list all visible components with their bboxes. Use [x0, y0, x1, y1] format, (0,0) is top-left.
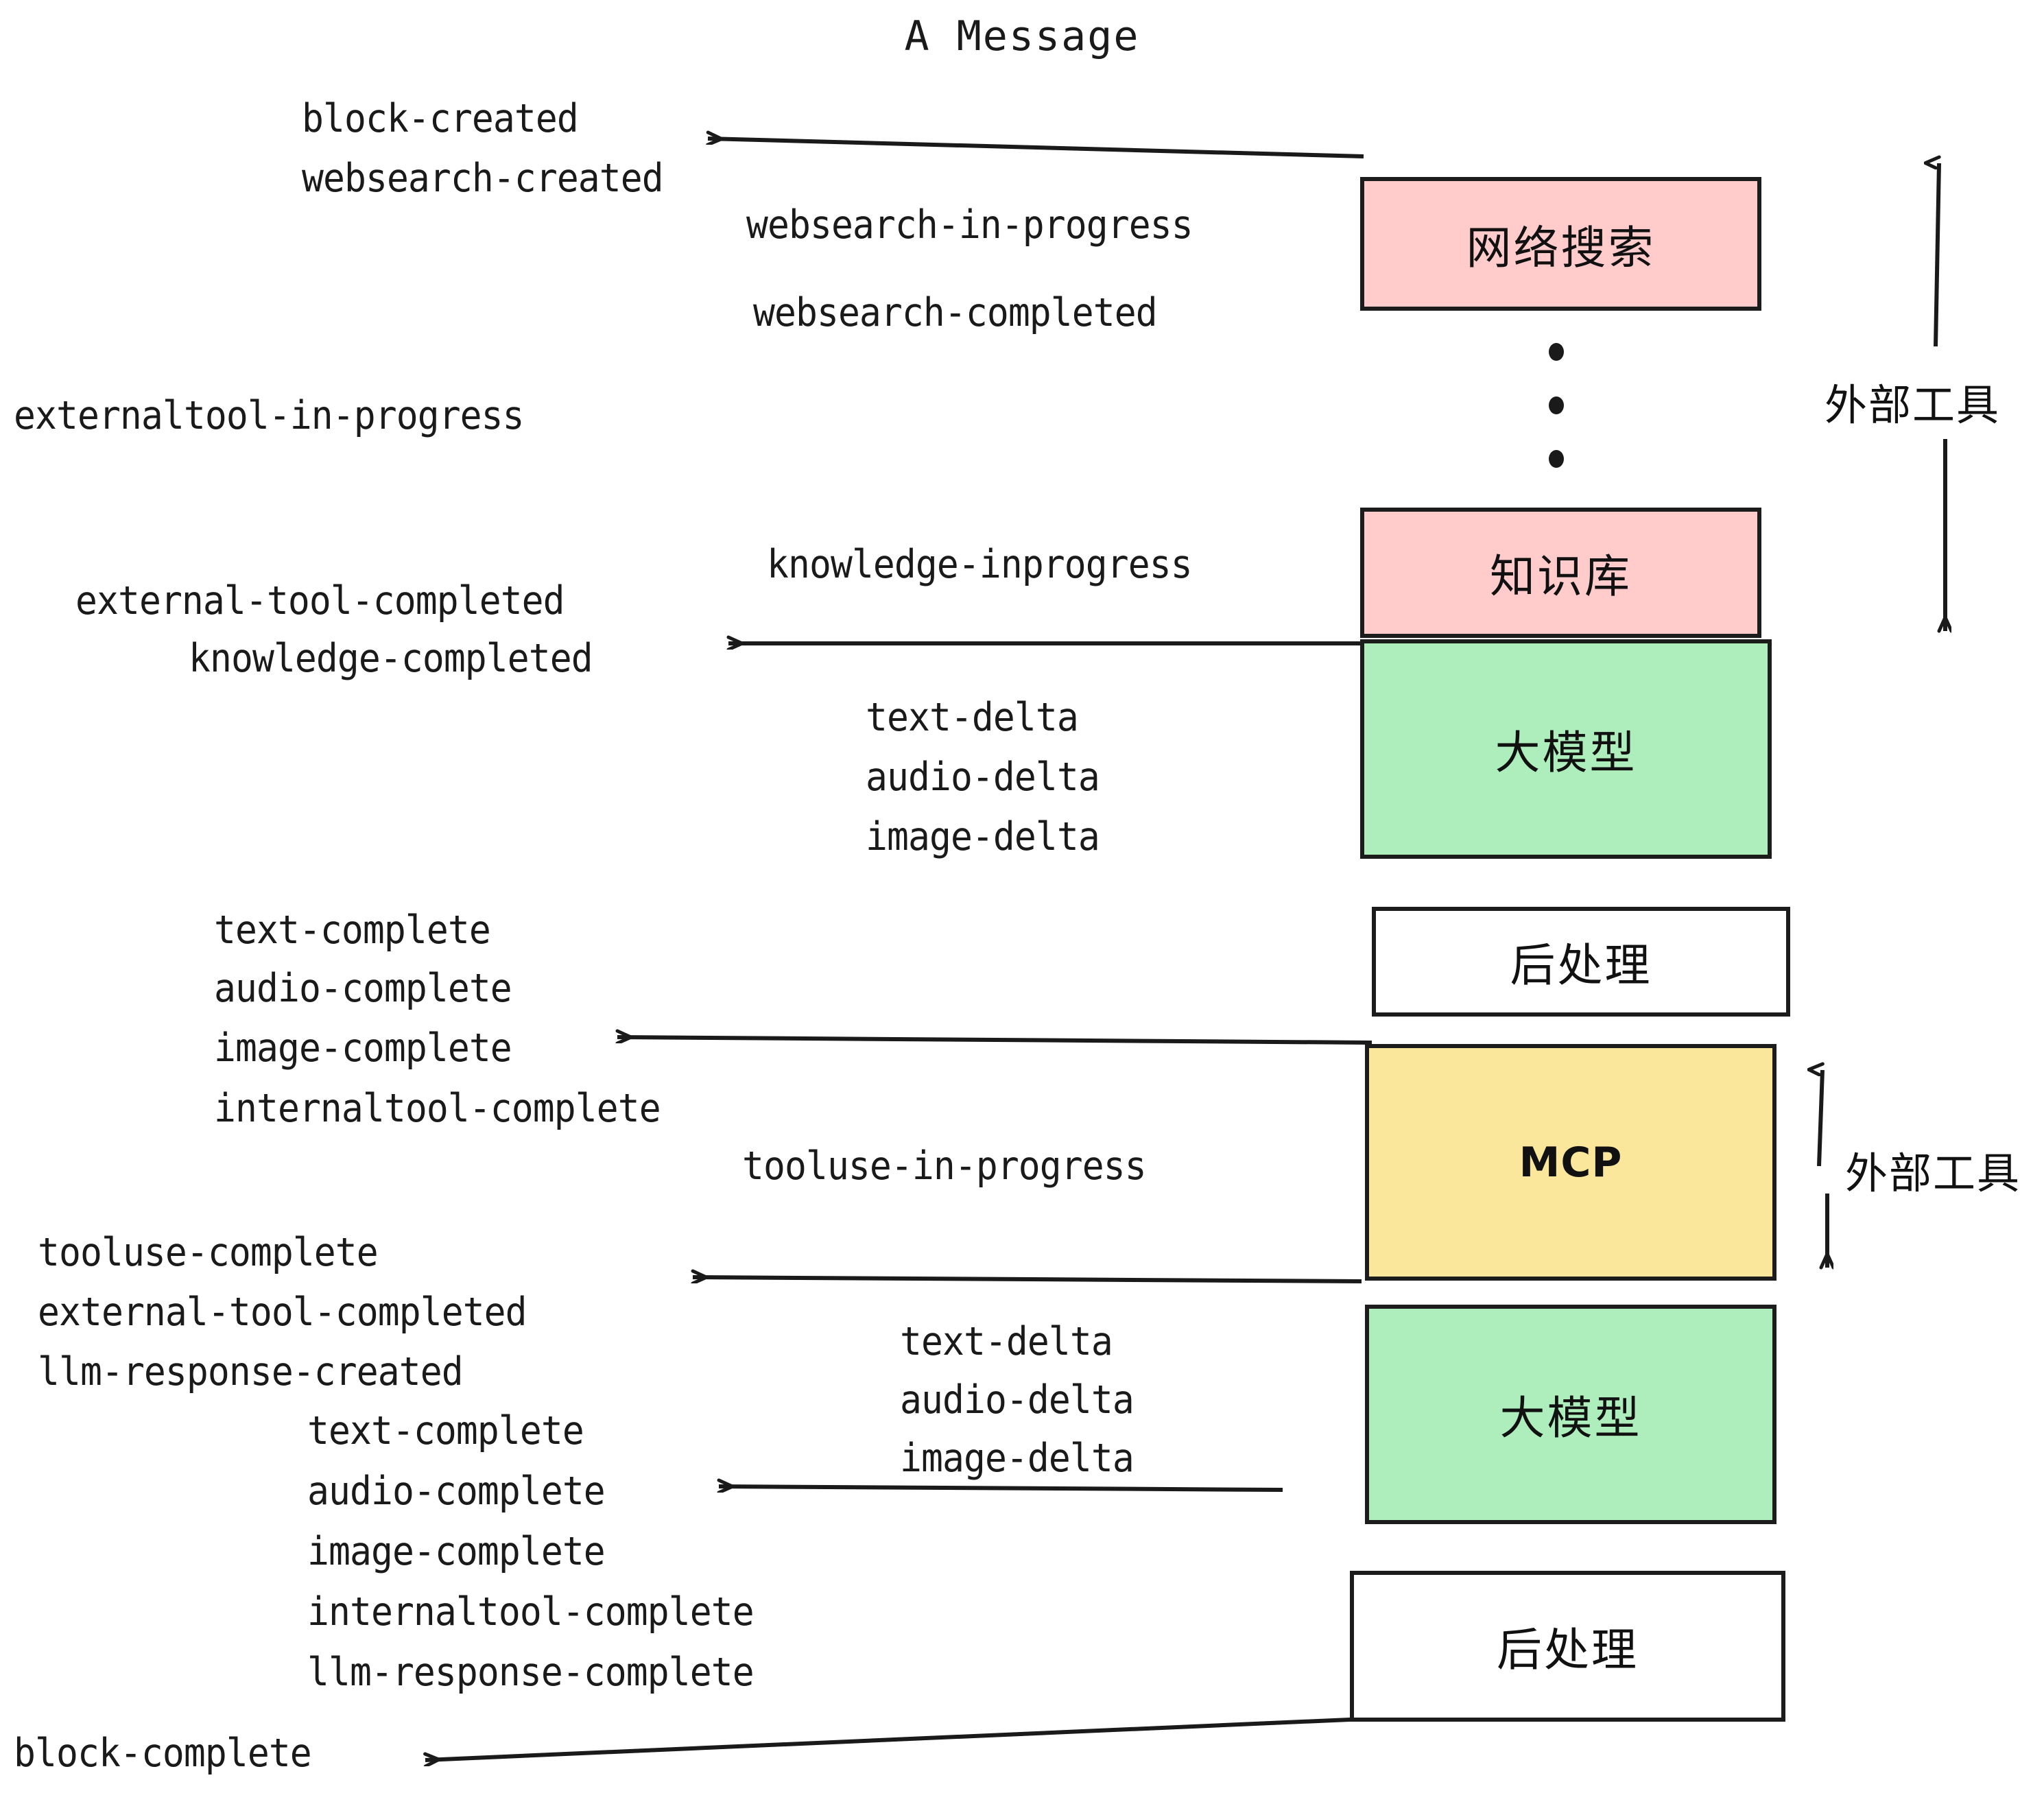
event-label-audio-delta-2: audio-delta	[900, 1377, 1134, 1423]
external-tools-arrow-up-top	[1936, 163, 1941, 347]
side-label-external-tools-top: 外部工具	[1825, 380, 2001, 430]
arrow-websearch-created	[708, 139, 1364, 158]
event-label-tooluse-in-progress: tooluse-in-progress	[742, 1143, 1147, 1189]
event-label-audio-complete-1: audio-complete	[214, 966, 512, 1011]
event-label-audio-complete-2: audio-complete	[307, 1469, 606, 1514]
vertical-ellipsis	[1549, 343, 1564, 503]
event-label-knowledge-completed: knowledge-completed	[189, 636, 593, 681]
event-label-text-delta-2: text-delta	[900, 1319, 1113, 1364]
component-box-websearch[interactable]: 网络搜索	[1360, 177, 1761, 311]
component-box-label: 知识库	[1490, 550, 1632, 603]
component-box-label: 后处理	[1497, 1624, 1639, 1676]
event-label-text-delta-1: text-delta	[866, 695, 1079, 740]
event-label-external-tool-completed-1: external-tool-completed	[75, 578, 565, 624]
arrow-image-complete	[617, 1037, 1372, 1045]
component-box-label: 网络搜索	[1466, 221, 1656, 274]
component-box-label: MCP	[1519, 1138, 1623, 1187]
event-label-audio-delta-1: audio-delta	[866, 755, 1100, 800]
side-label-external-tools-bottom: 外部工具	[1845, 1148, 2021, 1198]
event-label-external-tool-completed-2: external-tool-completed	[38, 1290, 527, 1335]
event-label-image-complete-2: image-complete	[307, 1529, 606, 1574]
event-label-text-complete-2: text-complete	[307, 1408, 584, 1453]
event-label-image-delta-1: image-delta	[866, 814, 1100, 859]
component-box-label: 后处理	[1510, 939, 1652, 992]
external-tools-arrow-up-bottom	[1819, 1070, 1825, 1167]
event-label-websearch-completed: websearch-completed	[753, 290, 1158, 335]
event-label-websearch-created: websearch-created	[302, 156, 664, 201]
event-label-block-created: block-created	[302, 96, 579, 141]
component-box-label: 大模型	[1499, 1392, 1642, 1445]
event-label-image-delta-2: image-delta	[900, 1436, 1134, 1481]
component-box-postprocess-bottom[interactable]: 后处理	[1350, 1571, 1785, 1722]
arrow-audio-complete	[719, 1486, 1283, 1490]
arrow-block-complete	[425, 1717, 1366, 1760]
event-label-text-complete-1: text-complete	[214, 907, 491, 953]
component-box-knowledge[interactable]: 知识库	[1360, 508, 1761, 638]
event-label-websearch-in-progress: websearch-in-progress	[746, 202, 1193, 248]
event-label-llm-response-created: llm-response-created	[38, 1349, 464, 1394]
arrow-tooluse-complete	[693, 1277, 1362, 1281]
event-label-tooluse-complete: tooluse-complete	[38, 1230, 379, 1275]
event-label-llm-response-complete: llm-response-complete	[307, 1650, 754, 1695]
event-label-internaltool-complete-1: internaltool-complete	[214, 1086, 661, 1131]
event-label-internaltool-complete-2: internaltool-complete	[307, 1589, 754, 1635]
page-title: A Message	[904, 12, 1140, 60]
event-label-knowledge-inprogress: knowledge-inprogress	[767, 542, 1193, 587]
event-label-externaltool-in-progress: externaltool-in-progress	[14, 393, 525, 438]
component-box-mcp[interactable]: MCP	[1365, 1044, 1776, 1281]
event-label-image-complete-1: image-complete	[214, 1025, 512, 1071]
event-label-block-complete: block-complete	[14, 1731, 312, 1776]
component-box-label: 大模型	[1495, 726, 1637, 779]
component-box-llm-top[interactable]: 大模型	[1360, 639, 1772, 859]
component-box-llm-bottom[interactable]: 大模型	[1365, 1305, 1776, 1524]
component-box-postprocess-top[interactable]: 后处理	[1372, 907, 1790, 1017]
